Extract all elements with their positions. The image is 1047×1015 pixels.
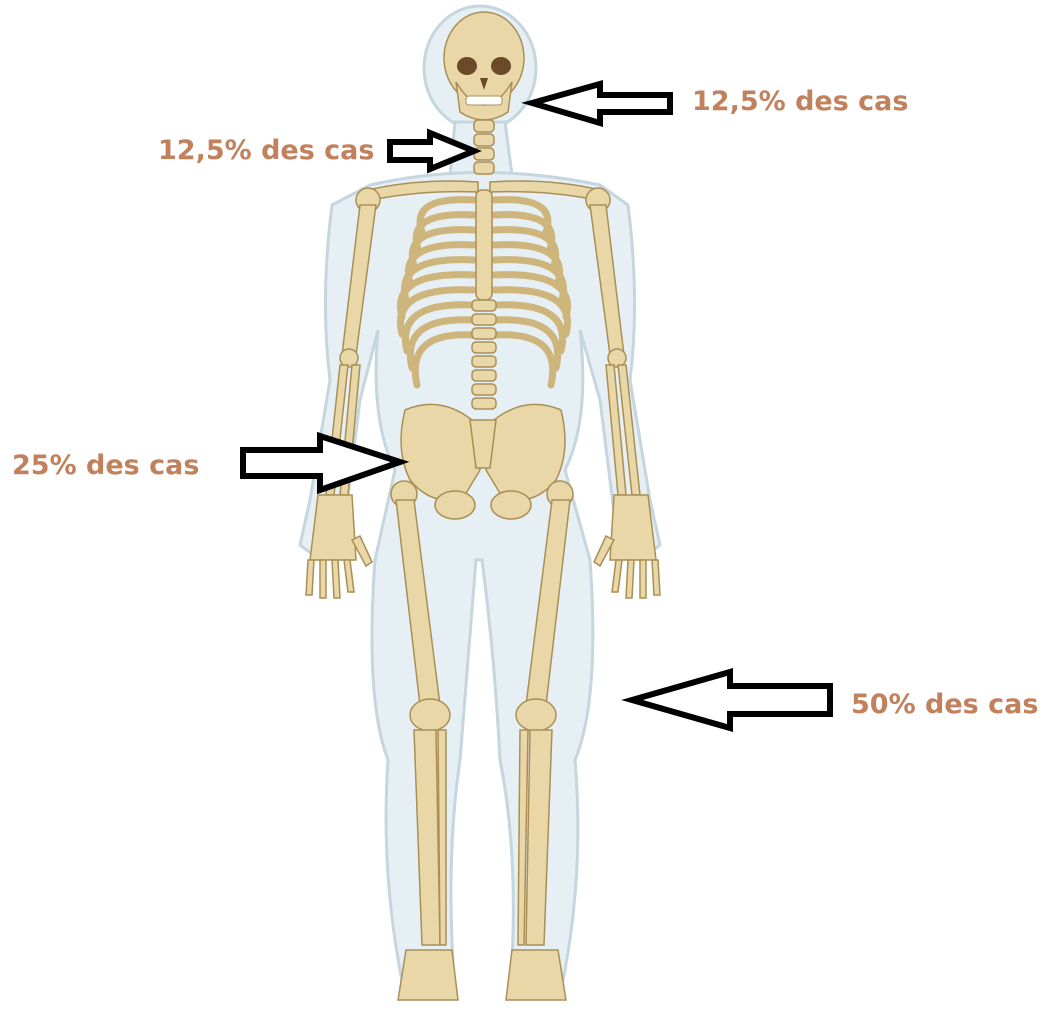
annotation-label-leg: 50% des cas (851, 691, 1038, 718)
annotation-label-head: 12,5% des cas (692, 88, 908, 115)
vertebra (472, 356, 496, 367)
vertebra (472, 314, 496, 325)
vertebra (472, 342, 496, 353)
vertebra (472, 300, 496, 311)
left-arrow-icon (532, 84, 670, 123)
annotation-label-neck: 12,5% des cas (158, 137, 374, 164)
right-arrow-icon (243, 436, 400, 490)
vertebra (472, 384, 496, 395)
left-arrow-icon (632, 672, 830, 728)
vertebra (472, 370, 496, 381)
annotation-label-hip: 25% des cas (12, 452, 199, 479)
sternum (476, 190, 492, 300)
vertebra (472, 328, 496, 339)
vertebra (472, 398, 496, 409)
teeth (466, 96, 502, 105)
